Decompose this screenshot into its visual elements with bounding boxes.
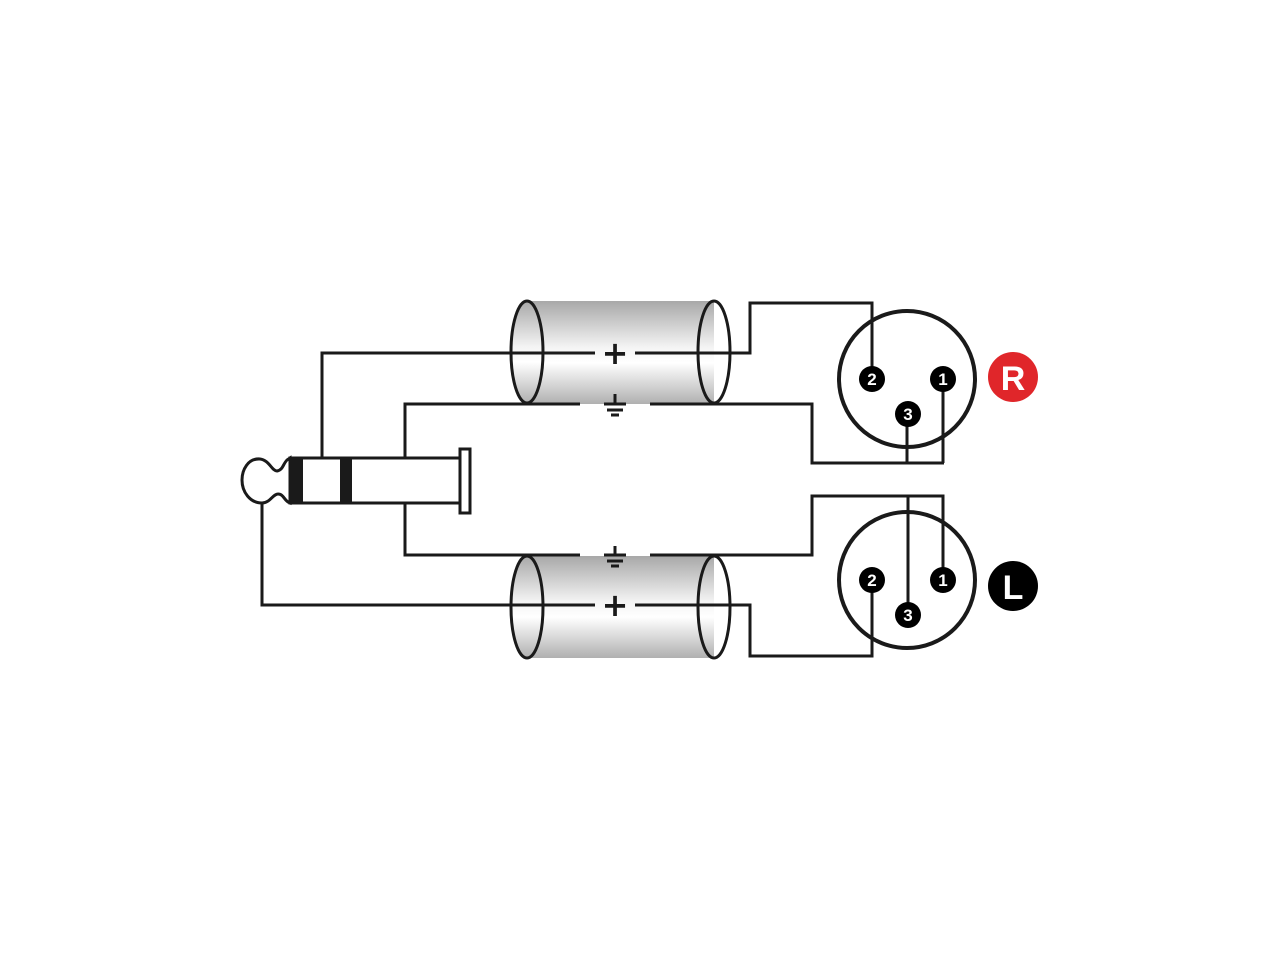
pin-1-label: 1 — [938, 370, 947, 389]
pin-3-label: 3 — [903, 606, 912, 625]
pin-1-label: 1 — [938, 571, 947, 590]
right-channel-badge: R — [988, 352, 1038, 402]
plus-symbol-bottom: + — [602, 586, 629, 624]
ground-icon-top — [604, 394, 626, 417]
pin-3-label: 3 — [903, 405, 912, 424]
pin-2-label: 2 — [867, 571, 876, 590]
xlr-connector-left: 2 1 3 — [837, 510, 977, 650]
stereo-jack-plug — [240, 447, 472, 515]
ground-icon-bottom — [604, 546, 626, 568]
left-badge-label: L — [1003, 569, 1024, 607]
plus-symbol-top: + — [602, 334, 629, 372]
wire-tip-signal — [320, 301, 874, 458]
wire-ring-signal — [260, 503, 874, 658]
pin-2-label: 2 — [867, 370, 876, 389]
xlr-connector-right: 2 1 3 — [837, 309, 977, 449]
left-channel-badge: L — [988, 561, 1038, 611]
cable-bottom — [509, 554, 732, 660]
right-badge-label: R — [1001, 360, 1026, 398]
